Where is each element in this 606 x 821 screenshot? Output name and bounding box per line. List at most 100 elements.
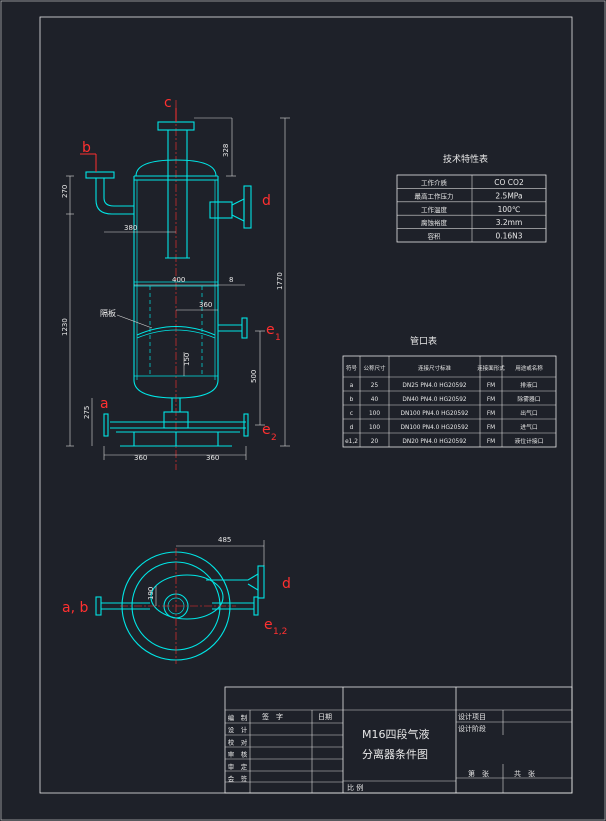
dim-270: 270 [61,185,69,198]
title-project-label: 设计项目 [458,712,486,721]
nozzle-cell: 除雾器口 [517,395,540,403]
nozzle-header-cell: 连接尺寸标准 [418,364,452,372]
nozzle-e1-sub: 1 [275,333,281,343]
tech-row-label: 工作介质 [421,178,448,187]
title-block-grid [224,686,573,794]
plan-nozzle-ab-flange [95,596,102,616]
dim-380-top: 380 [124,224,137,232]
dim-275: 275 [83,406,91,419]
tech-row-label: 容积 [428,232,442,241]
top-head [135,159,217,177]
nozzle-e2-sub: 2 [271,433,277,443]
plan-view [95,540,265,664]
nozzle-b-label: b [82,140,91,156]
title-block-roles: 编 制设 计校 对审 核审 定会 签 [228,713,248,783]
nozzle-cell: FM [487,397,495,403]
title-sheet-label: 第 张 [468,769,489,778]
drawing-title-line1: M16四段气液 [362,727,430,741]
dim-360-mid: 360 [199,301,212,309]
nozzle-cell: 40 [371,397,379,403]
nozzle-table-grid [342,355,557,448]
baffle [136,325,216,336]
nozzle-b-flange [85,171,115,179]
plan-nozzle-e-label: e [264,617,273,633]
dim-8: 8 [229,276,233,284]
nozzle-d-label: d [262,193,271,209]
nozzle-cell: FM [487,425,495,431]
nozzle-c-label: c [164,95,172,111]
tech-row-value: 2.5MPa [495,191,522,200]
nozzle-cell: FM [487,439,495,445]
nozzle-cell: DN100 PN4.0 HG20592 [401,425,469,431]
dim-190: 190 [147,587,155,600]
dim-1230: 1230 [61,318,69,336]
title-phase-label: 设计阶段 [458,724,486,733]
nozzle-d-body [209,201,233,219]
drawing-title-line2: 分离器条件图 [362,747,428,761]
title-sign-col: 签 字 [262,712,283,721]
nozzle-e1-label: e [266,322,275,338]
dim-1770: 1770 [276,272,284,290]
dim-500: 500 [250,370,258,383]
nozzle-cell: DN20 PN4.0 HG20592 [402,439,467,445]
plan-nozzle-d-flange [257,565,265,599]
nozzle-cell: DN40 PN4.0 HG20592 [402,397,467,403]
tech-row-value: 100℃ [498,205,521,214]
plan-nozzle-e-sub: 1,2 [273,627,287,637]
nozzle-e1-flange [241,317,248,339]
tech-table-title: 技术特性表 [443,153,488,165]
title-role-label: 编 制 [228,713,248,722]
nozzle-header-cell: 连接面形式 [477,364,505,372]
title-role-label: 会 签 [228,774,248,783]
nozzle-header-cell: 符号 [346,364,358,372]
dim-150: 150 [183,353,191,366]
nozzle-d-flange [243,185,252,229]
title-date-col: 日期 [318,713,332,721]
plan-nozzle-e-flange [253,596,259,616]
dim-360-right: 360 [206,454,219,462]
title-total-label: 共 张 [514,769,535,778]
nozzle-cell: 25 [371,383,379,389]
title-scale-label: 比 例 [347,783,363,792]
plan-nozzle-d-label: d [282,576,291,592]
nozzle-cell: 进气口 [520,423,538,431]
bottom-head [133,379,219,399]
nozzle-cell: 排液口 [520,381,538,389]
tech-row-value: 0.16N3 [495,232,522,241]
nozzle-cell: 20 [371,439,379,445]
nozzle-cell: 出气口 [520,409,538,417]
nozzle-cell: DN100 PN4.0 HG20592 [401,411,469,417]
nozzle-e2-flange [243,413,249,437]
dim-400: 400 [172,276,185,284]
nozzle-header-cell: 公称尺寸 [363,364,386,372]
nozzle-cell: FM [487,411,495,417]
nozzle-cell: e1,2 [345,439,358,445]
nozzle-a-flange [103,413,109,437]
dim-485: 485 [218,536,231,544]
tech-row-label: 工作温度 [421,205,448,214]
title-role-label: 审 核 [228,750,248,759]
elevation-view [66,100,290,470]
nozzle-cell: 100 [369,425,380,431]
nozzle-table-headers: 符号公称尺寸连接尺寸标准连接面形式用途或名称 [346,364,543,372]
nozzle-cell: b [350,397,354,403]
baffle-label: 隔板 [100,308,116,318]
title-role-label: 审 定 [228,762,248,771]
tech-row-label: 最高工作压力 [415,191,454,200]
tech-table-grid [396,174,547,243]
title-role-label: 设 计 [228,725,248,734]
title-role-label: 校 对 [228,737,248,746]
plan-nozzle-ab-label: a, b [62,600,88,616]
nozzle-cell: 液位计接口 [515,437,544,445]
nozzle-cell: a [350,383,354,389]
tech-row-label: 腐蚀裕度 [421,218,448,227]
nozzle-a-label: a [100,396,109,412]
nozzle-cell: c [350,411,353,417]
nozzle-table-title: 管口表 [410,335,437,347]
nozzle-e2-label: e [262,422,271,438]
dim-328: 328 [222,144,230,157]
nozzle-cell: DN25 PN4.0 HG20592 [402,383,467,389]
